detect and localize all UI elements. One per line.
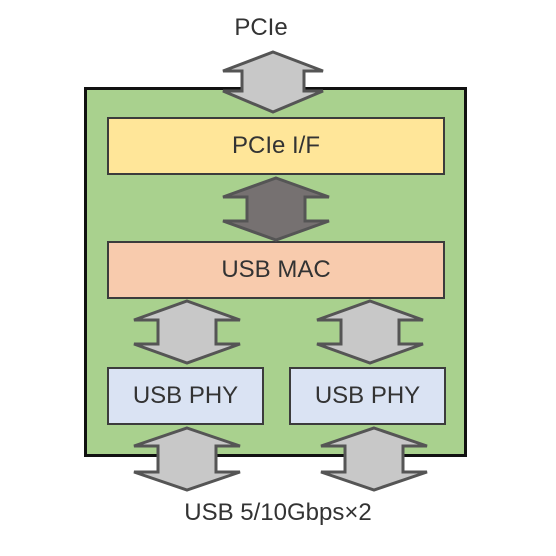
usb-phy-label-left: USB PHY <box>132 382 239 409</box>
mac-phy-left-arrow-icon <box>133 299 241 365</box>
usb-speed-label: USB 5/10Gbps×2 <box>184 499 372 526</box>
internal-bus-arrow-icon <box>222 176 330 242</box>
pcie-link-arrow-icon <box>222 50 324 114</box>
usb-mac-block: USB MAC <box>107 241 445 299</box>
pcie-label: PCIe <box>234 14 288 41</box>
usb-port-left-arrow-icon <box>133 426 241 492</box>
pcie-interface-label: PCIe I/F <box>231 132 321 159</box>
usb-port-right-arrow-icon <box>320 426 428 492</box>
usb-phy-label-right: USB PHY <box>314 382 421 409</box>
usb-phy-block-left: USB PHY <box>107 367 264 425</box>
pcie-interface-block: PCIe I/F <box>107 117 445 175</box>
usb-phy-block-right: USB PHY <box>289 367 446 425</box>
mac-phy-right-arrow-icon <box>316 299 424 365</box>
usb-mac-label: USB MAC <box>221 256 331 283</box>
